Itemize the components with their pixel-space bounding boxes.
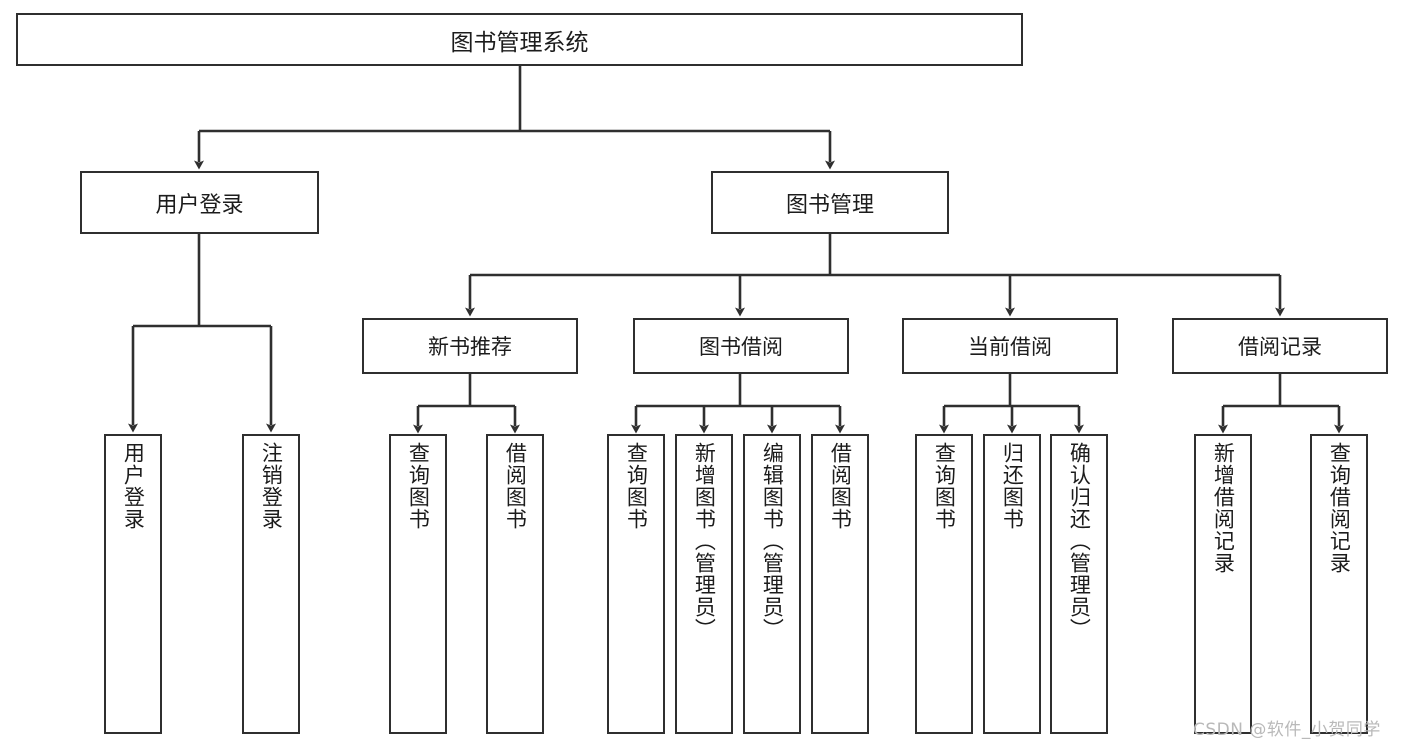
node-current-borrow[interactable]: 当前借阅 [902, 318, 1118, 374]
leaf-borrow-query-book[interactable]: 查询图书 [607, 434, 665, 734]
node-label: 用户登录 [121, 442, 146, 530]
node-borrow-record[interactable]: 借阅记录 [1172, 318, 1388, 374]
watermark: CSDN @软件_小贺同学 [1193, 720, 1381, 740]
node-label: 新增图书（管理员） [692, 442, 717, 640]
node-label: 归还图书 [1000, 442, 1025, 530]
node-book-borrow[interactable]: 图书借阅 [633, 318, 849, 374]
leaf-user-logout[interactable]: 注销登录 [242, 434, 300, 734]
node-label: 查询图书 [932, 442, 957, 530]
node-label: 注销登录 [259, 442, 284, 530]
leaf-current-query-book[interactable]: 查询图书 [915, 434, 973, 734]
leaf-user-login[interactable]: 用户登录 [104, 434, 162, 734]
leaf-borrow-edit-book-admin[interactable]: 编辑图书（管理员） [743, 434, 801, 734]
node-label: 图书管理 [785, 192, 874, 218]
node-label: 图书管理系统 [450, 29, 589, 56]
leaf-borrow-add-book-admin[interactable]: 新增图书（管理员） [675, 434, 733, 734]
node-label: 用户登录 [155, 192, 244, 218]
leaf-recommend-query-book[interactable]: 查询图书 [389, 434, 447, 734]
node-label: 新增借阅记录 [1211, 442, 1236, 574]
leaf-record-query-borrow-record[interactable]: 查询借阅记录 [1310, 434, 1368, 734]
node-label: 查询图书 [624, 442, 649, 530]
node-label: 确认归还（管理员） [1067, 442, 1092, 640]
node-label: 借阅图书 [828, 442, 853, 530]
node-user-login[interactable]: 用户登录 [80, 171, 319, 234]
node-label: 查询借阅记录 [1327, 442, 1352, 574]
node-label: 借阅图书 [503, 442, 528, 530]
leaf-borrow-borrow-book[interactable]: 借阅图书 [811, 434, 869, 734]
node-label: 编辑图书（管理员） [760, 442, 785, 640]
node-label: 新书推荐 [428, 335, 512, 359]
node-label: 借阅记录 [1238, 335, 1322, 359]
leaf-recommend-borrow-book[interactable]: 借阅图书 [486, 434, 544, 734]
leaf-current-return-book[interactable]: 归还图书 [983, 434, 1041, 734]
node-label: 当前借阅 [968, 335, 1052, 359]
node-label: 图书借阅 [699, 335, 783, 359]
leaf-current-confirm-return-admin[interactable]: 确认归还（管理员） [1050, 434, 1108, 734]
node-book-management[interactable]: 图书管理 [711, 171, 949, 234]
node-new-book-recommend[interactable]: 新书推荐 [362, 318, 578, 374]
node-label: 查询图书 [406, 442, 431, 530]
node-root-system[interactable]: 图书管理系统 [16, 13, 1023, 66]
leaf-record-add-borrow-record[interactable]: 新增借阅记录 [1194, 434, 1252, 734]
